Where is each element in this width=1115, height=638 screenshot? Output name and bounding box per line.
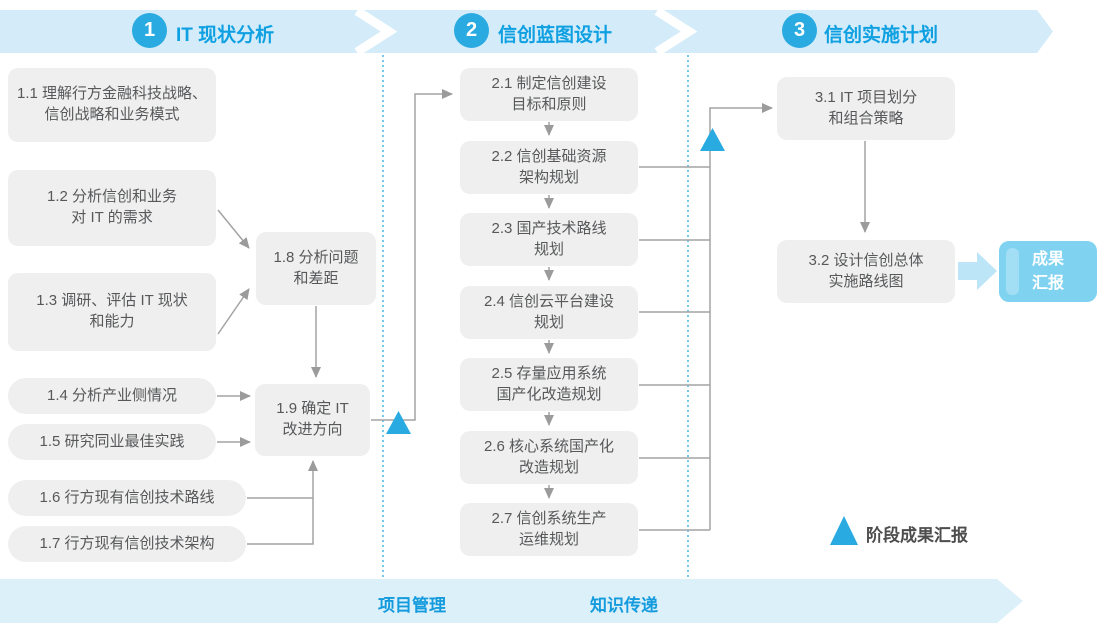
step-1-6-box: 1.6 行方现有信创技术路线 bbox=[8, 480, 246, 516]
footer-label-knowledge-transfer: 知识传递 bbox=[590, 596, 658, 615]
thick-arrow-icon bbox=[958, 252, 997, 290]
step-2-3-box: 2.3 国产技术路线 规划 bbox=[460, 213, 638, 266]
step-2-7-box: 2.7 信创系统生产 运维规划 bbox=[460, 503, 638, 556]
step-1-2-box: 1.2 分析信创和业务 对 IT 的需求 bbox=[8, 170, 216, 246]
step-3-2-box: 3.2 设计信创总体 实施路线图 bbox=[777, 240, 955, 303]
step-2-6-box: 2.6 核心系统国产化 改造规划 bbox=[460, 431, 638, 484]
phase-3-number-badge: 3 bbox=[782, 13, 817, 48]
step-1-7-box: 1.7 行方现有信创技术架构 bbox=[8, 526, 246, 562]
milestone-triangle-icon bbox=[700, 128, 725, 151]
phase-1-number-badge: 1 bbox=[132, 13, 167, 48]
step-1-1-box: 1.1 理解行方金融科技战略、 信创战略和业务模式 bbox=[8, 68, 216, 142]
legend-triangle-icon bbox=[830, 516, 858, 545]
footer-banner bbox=[0, 579, 1023, 623]
milestone-triangle-icon bbox=[386, 411, 411, 434]
step-1-4-box: 1.4 分析产业侧情况 bbox=[8, 378, 216, 414]
step-1-5-box: 1.5 研究同业最佳实践 bbox=[8, 424, 216, 460]
footer-label-project-management: 项目管理 bbox=[378, 596, 446, 615]
phase-2-number-badge: 2 bbox=[454, 13, 489, 48]
step-1-8-box: 1.8 分析问题 和差距 bbox=[256, 232, 376, 305]
step-1-3-box: 1.3 调研、评估 IT 现状 和能力 bbox=[8, 273, 216, 351]
chevron-separator-icon bbox=[354, 7, 398, 56]
step-3-1-box: 3.1 IT 项目划分 和组合策略 bbox=[777, 77, 955, 140]
step-2-5-box: 2.5 存量应用系统 国产化改造规划 bbox=[460, 358, 638, 411]
legend-label: 阶段成果汇报 bbox=[866, 526, 968, 545]
step-2-1-box: 2.1 制定信创建设 目标和原则 bbox=[460, 68, 638, 121]
step-1-9-box: 1.9 确定 IT 改进方向 bbox=[255, 384, 370, 456]
chevron-separator-icon bbox=[654, 7, 698, 56]
phase-2-title: 信创蓝图设计 bbox=[498, 25, 613, 46]
result-report-box: 成果 汇报 bbox=[999, 241, 1097, 302]
step-2-2-box: 2.2 信创基础资源 架构规划 bbox=[460, 141, 638, 194]
phase-1-title: IT 现状分析 bbox=[176, 25, 275, 46]
step-2-4-box: 2.4 信创云平台建设 规划 bbox=[460, 286, 638, 339]
connector-lines bbox=[217, 89, 870, 545]
phase-3-title: 信创实施计划 bbox=[824, 25, 939, 46]
